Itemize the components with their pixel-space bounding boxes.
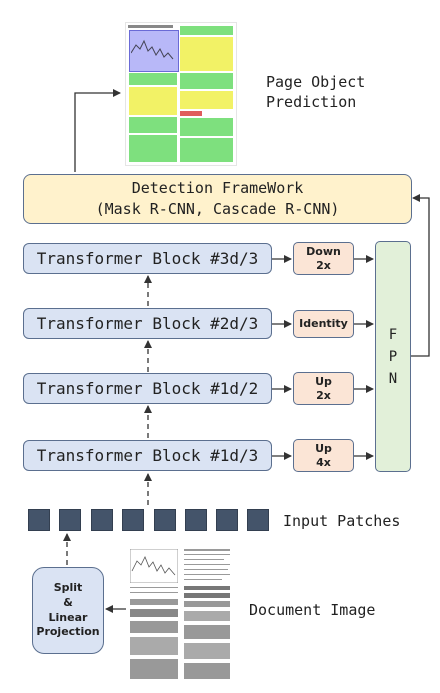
transformer-block-2: Transformer Block #2d/3 xyxy=(23,308,272,339)
identity-op: Identity xyxy=(293,310,354,338)
fpn-to-detection-arrow xyxy=(411,194,430,357)
output-arrow xyxy=(74,89,121,172)
transformer-block-3: Transformer Block #3d/3 xyxy=(23,243,272,274)
input-patch xyxy=(216,509,238,531)
input-patch xyxy=(122,509,144,531)
input-patches-label: Input Patches xyxy=(283,512,401,530)
document-image xyxy=(128,545,234,683)
fpn-letter: F xyxy=(388,326,398,343)
input-patch xyxy=(154,509,176,531)
input-patch xyxy=(59,509,81,531)
detection-framework-box: Detection FrameWork (Mask R-CNN, Cascade… xyxy=(23,174,412,224)
page-object-prediction-label: Page Object Prediction xyxy=(266,73,366,111)
split-linear-projection-box: Split & Linear Projection xyxy=(32,567,104,654)
input-patch xyxy=(247,509,269,531)
transformer-block-1: Transformer Block #1d/2 xyxy=(23,373,272,404)
input-patch xyxy=(91,509,113,531)
input-patch xyxy=(185,509,207,531)
input-patch xyxy=(28,509,50,531)
fpn-box: F P N xyxy=(375,241,411,472)
detection-subtitle: (Mask R-CNN, Cascade R-CNN) xyxy=(95,200,340,218)
fpn-letter: P xyxy=(388,348,398,365)
prediction-page-image xyxy=(125,22,237,166)
document-image-label: Document Image xyxy=(249,601,376,619)
transformer-block-0: Transformer Block #1d/3 xyxy=(23,440,272,471)
detection-title: Detection FrameWork xyxy=(131,179,304,197)
fpn-letter: N xyxy=(388,370,398,387)
